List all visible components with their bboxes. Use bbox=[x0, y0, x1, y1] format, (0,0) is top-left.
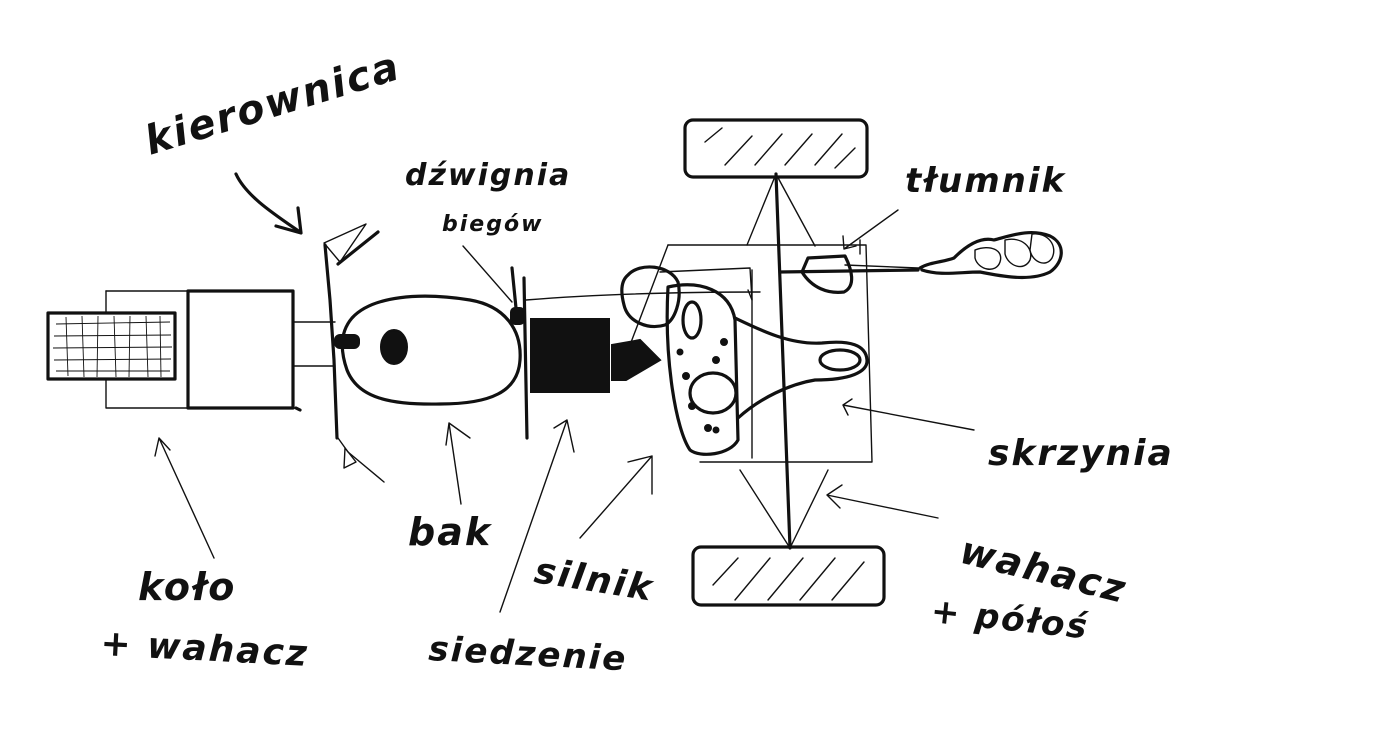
label-siedzenie: siedzenie bbox=[428, 629, 629, 679]
fuel-tank bbox=[334, 294, 522, 406]
rear-swingarm-axle bbox=[739, 172, 829, 550]
label-dzwignia-line1: dźwignia bbox=[405, 158, 571, 193]
label-skrzynia: skrzynia bbox=[988, 433, 1174, 474]
label-dzwignia-line2: biegów bbox=[442, 212, 543, 237]
label-tlumnik: tłumnik bbox=[905, 161, 1066, 201]
arrow-kierownica bbox=[234, 172, 302, 234]
pointer-arrows bbox=[154, 172, 975, 613]
arrow-silnik bbox=[579, 455, 653, 539]
rear-wheel-bottom bbox=[691, 545, 886, 607]
arrow-dzwignia bbox=[462, 245, 513, 303]
gear-lever-knob bbox=[510, 307, 525, 325]
label-bak: bak bbox=[408, 510, 493, 554]
muffler bbox=[778, 231, 1063, 294]
arrow-kolo bbox=[154, 437, 215, 559]
gearbox bbox=[733, 316, 869, 420]
fuel-cap bbox=[380, 329, 408, 365]
front-wheel-assembly bbox=[46, 289, 336, 412]
front-swingarm bbox=[105, 289, 336, 412]
front-wheel bbox=[46, 311, 177, 381]
rear-wheel-top bbox=[683, 118, 869, 179]
seat bbox=[522, 276, 610, 440]
label-silnik: silnik bbox=[532, 550, 657, 609]
front-wheel-tread bbox=[52, 315, 173, 378]
label-wahacz-line2: + półoś bbox=[929, 591, 1091, 647]
seat-block bbox=[530, 318, 610, 393]
arrow-wahacz bbox=[826, 484, 939, 519]
steering-mount bbox=[334, 334, 360, 349]
label-kolo-line2: + wahacz bbox=[100, 623, 310, 675]
arrow-skrzynia bbox=[842, 398, 975, 431]
arrow-tlumnik bbox=[842, 209, 899, 250]
engine bbox=[611, 265, 753, 456]
handlebar bbox=[323, 223, 385, 483]
arrow-bak bbox=[445, 422, 471, 505]
label-kolo-line1: koło bbox=[138, 565, 236, 609]
label-kierownica: kierownica bbox=[139, 43, 405, 164]
arrow-siedzenie bbox=[499, 419, 575, 613]
